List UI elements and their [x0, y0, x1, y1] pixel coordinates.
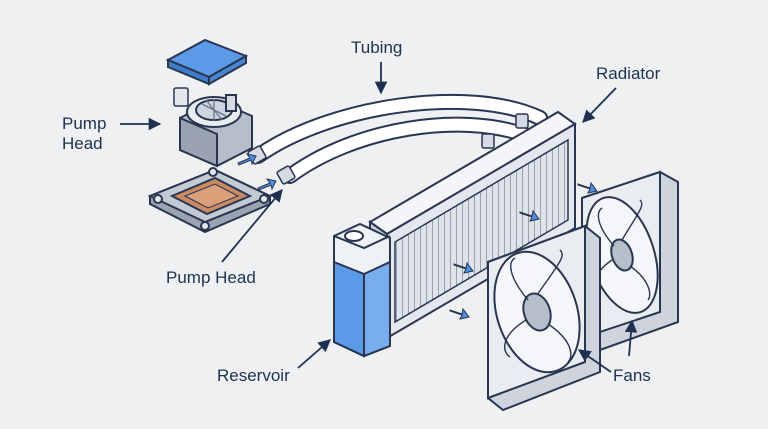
reservoir — [333, 222, 391, 358]
label-pump-head-top-line1: Pump — [62, 114, 107, 133]
fans — [487, 170, 679, 412]
pump-housing — [179, 94, 253, 168]
label-pump-head-top-line2: Head — [62, 134, 103, 153]
label-pump-head-bottom: Pump Head — [166, 268, 256, 287]
pump-coldplate — [147, 167, 273, 234]
label-pump-head-top: Pump Head — [62, 114, 106, 154]
label-arrows — [120, 62, 638, 373]
label-reservoir: Reservoir — [217, 366, 290, 385]
flow-arrows — [237, 153, 598, 320]
pump-small-part — [173, 87, 189, 107]
pump-cap — [165, 38, 249, 86]
tubing — [250, 93, 548, 184]
label-fans: Fans — [613, 366, 651, 385]
label-radiator: Radiator — [596, 64, 661, 83]
label-tubing: Tubing — [351, 38, 403, 57]
